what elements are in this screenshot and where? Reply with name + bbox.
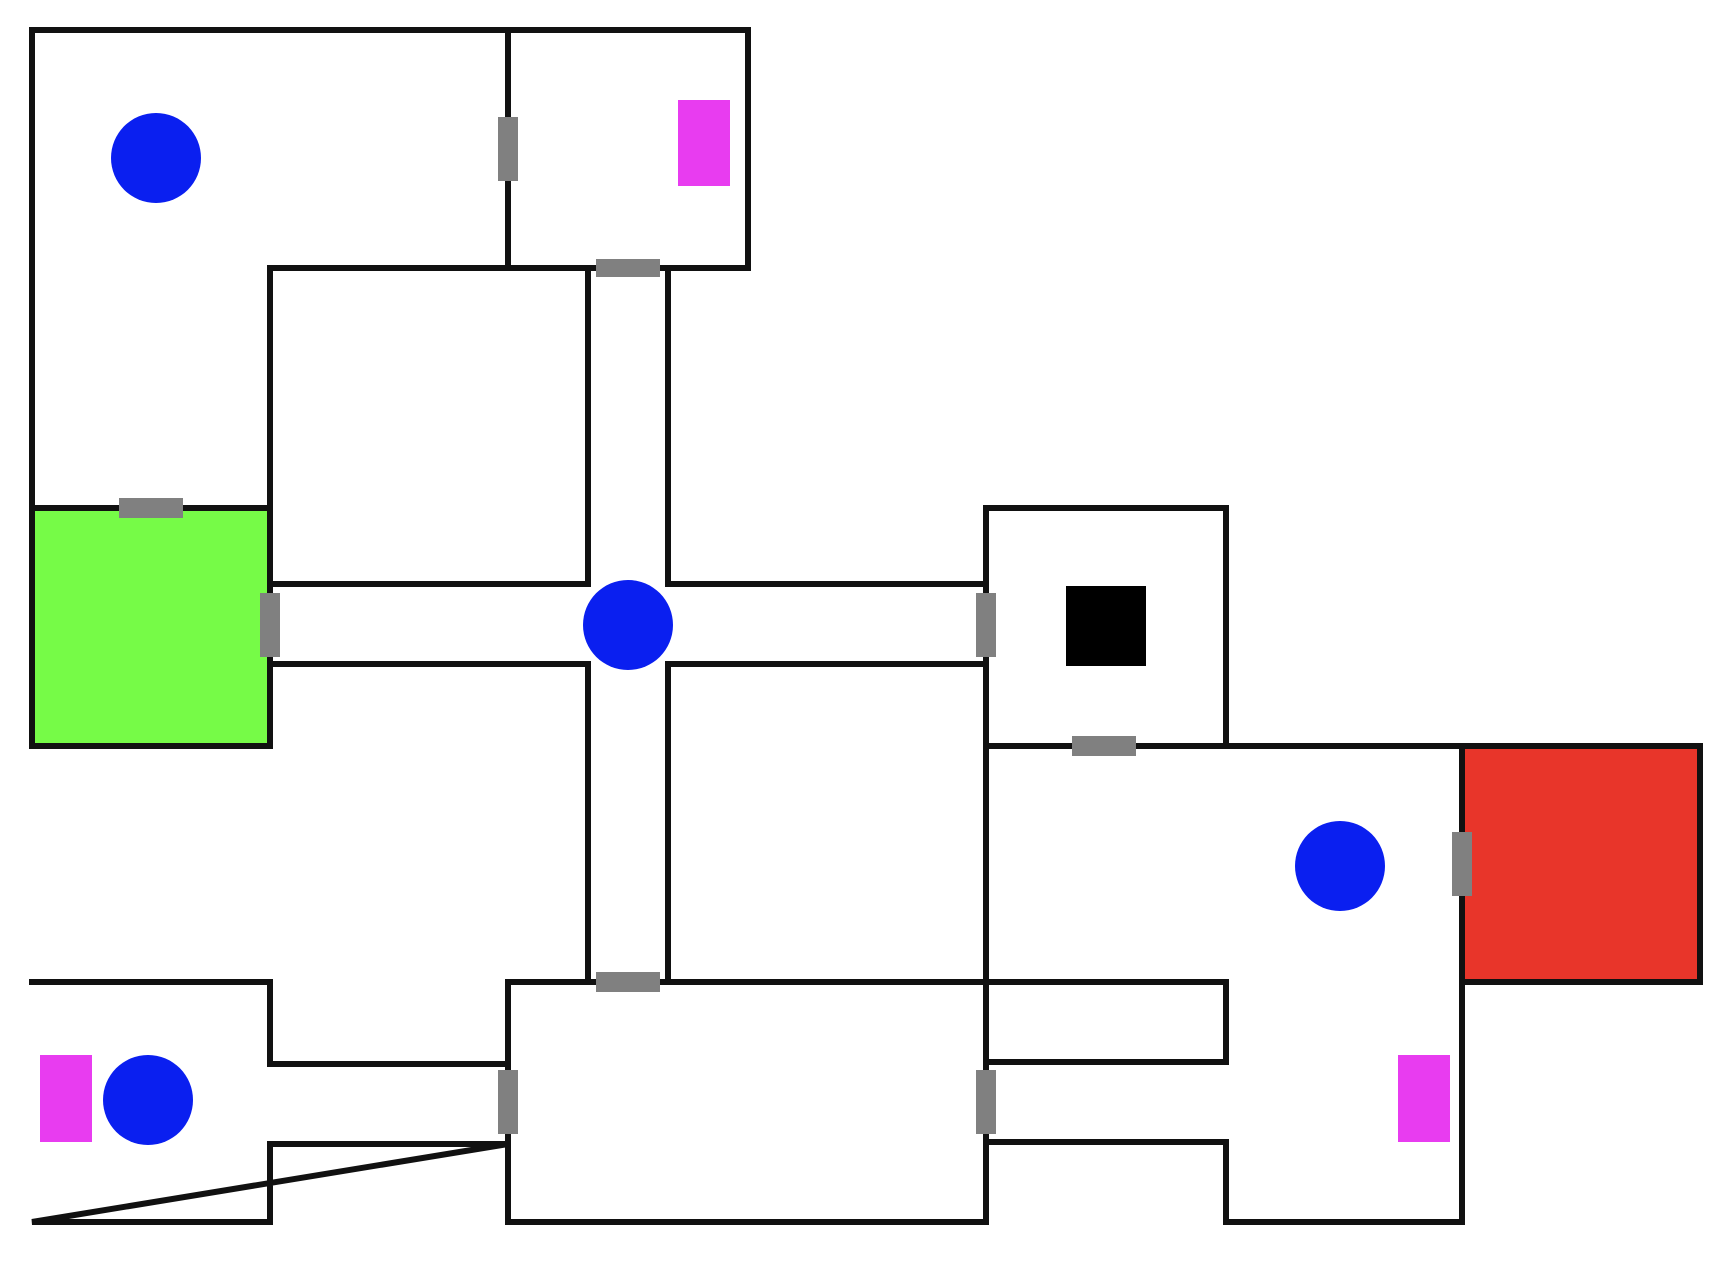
door-goal-zone[interactable] [1452, 832, 1472, 896]
block[interactable] [1066, 586, 1146, 666]
agent[interactable] [103, 1055, 193, 1145]
wall-room-inner [267, 265, 591, 587]
doors [119, 117, 1472, 1134]
goal-zone [1459, 743, 1703, 985]
wall-room-right-notch [983, 979, 1229, 1065]
wall-start-zone [29, 505, 273, 749]
agents [103, 113, 1385, 1145]
wall-room-bottom-center [505, 979, 989, 1225]
door-start-zone-top[interactable] [119, 498, 183, 518]
agent[interactable] [111, 113, 201, 203]
wall-corridor-left [267, 581, 591, 667]
wall-corridor-lower [585, 661, 671, 985]
wall-corridor-upper [585, 265, 671, 587]
door-block-room-left[interactable] [976, 593, 996, 657]
key[interactable] [40, 1055, 92, 1142]
door-bottom-center-top[interactable] [596, 972, 660, 992]
wall-room-bottom-left [29, 979, 511, 1225]
walls [29, 27, 1703, 1225]
door-start-zone-right[interactable] [260, 593, 280, 657]
wall-corridor-right [665, 581, 989, 667]
agent[interactable] [1295, 821, 1385, 911]
wall-goal-zone [1459, 743, 1703, 985]
agent[interactable] [583, 580, 673, 670]
start-zone [29, 505, 273, 749]
door-top-vertical[interactable] [498, 117, 518, 181]
door-top-horizontal[interactable] [596, 259, 660, 277]
key[interactable] [678, 100, 730, 186]
door-block-room-bottom[interactable] [1072, 736, 1136, 756]
key[interactable] [1398, 1055, 1450, 1142]
wall-room-right-lower [665, 661, 989, 985]
keys [40, 100, 1450, 1142]
door-bottom-right[interactable] [976, 1070, 996, 1134]
door-bottom-left[interactable] [498, 1070, 518, 1134]
